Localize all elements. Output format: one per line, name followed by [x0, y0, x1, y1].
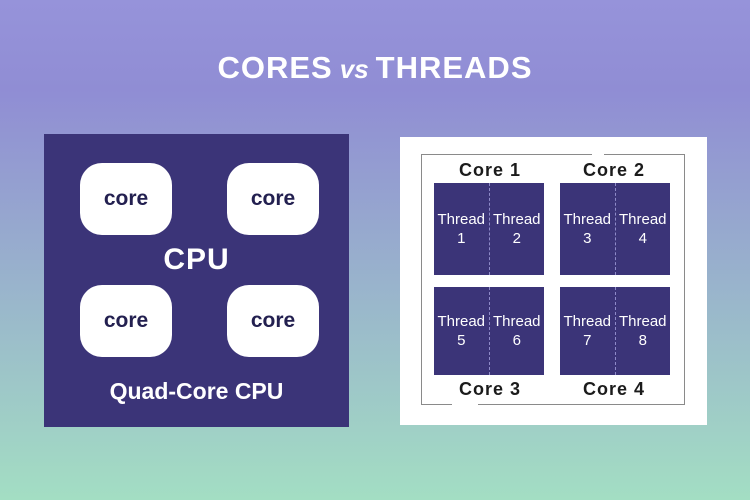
cpu-caption: Quad-Core CPU	[109, 378, 284, 404]
thread-cell-8: Thread 8	[616, 287, 671, 375]
core-2-caption: Core 2	[582, 160, 646, 180]
core-box-3: core	[80, 285, 172, 357]
thread-1-word: Thread	[437, 211, 486, 228]
thread-cell-2: Thread 2	[490, 183, 545, 275]
border-gap-bottom	[452, 402, 478, 406]
threads-card: Core 1 Core 2 Thread 1 Thread 2 Thread 3…	[400, 137, 707, 425]
thread-4-word: Thread	[618, 211, 667, 228]
thread-2-number: 2	[512, 230, 521, 247]
thread-cell-5: Thread 5	[434, 287, 490, 375]
title-threads: THREADS	[375, 50, 533, 85]
thread-7-word: Thread	[563, 313, 612, 330]
core-box-2-label: core	[250, 187, 296, 210]
core-box-1: core	[80, 163, 172, 235]
core-4-square: Thread 7 Thread 8	[560, 287, 670, 375]
core-box-3-label: core	[103, 309, 149, 332]
core-box-4-label: core	[250, 309, 296, 332]
thread-1-number: 1	[457, 230, 466, 247]
core-4-caption: Core 4	[582, 379, 646, 399]
thread-2-word: Thread	[492, 211, 541, 228]
border-gap-top	[592, 153, 604, 157]
thread-cell-6: Thread 6	[490, 287, 545, 375]
cpu-label: CPU	[163, 243, 230, 276]
thread-cell-4: Thread 4	[616, 183, 671, 275]
title-vs: vs	[339, 54, 369, 84]
core-1-caption: Core 1	[458, 160, 522, 180]
threads-inner-border	[421, 153, 685, 406]
core-2-square: Thread 3 Thread 4	[560, 183, 670, 275]
cpu-panel: core core CPU core core Quad-Core CPU	[44, 134, 349, 427]
thread-4-number: 4	[638, 230, 647, 247]
thread-cell-7: Thread 7	[560, 287, 616, 375]
thread-5-number: 5	[457, 332, 466, 349]
thread-5-word: Thread	[437, 313, 486, 330]
thread-6-word: Thread	[492, 313, 541, 330]
core-3-square: Thread 5 Thread 6	[434, 287, 544, 375]
thread-8-word: Thread	[618, 313, 667, 330]
thread-6-number: 6	[512, 332, 521, 349]
thread-cell-1: Thread 1	[434, 183, 490, 275]
thread-3-number: 3	[583, 230, 592, 247]
thread-cell-3: Thread 3	[560, 183, 616, 275]
title-cores: CORES	[217, 50, 333, 85]
core-box-1-label: core	[103, 187, 149, 210]
thread-8-number: 8	[638, 332, 647, 349]
core-box-4: core	[227, 285, 319, 357]
core-3-caption: Core 3	[458, 379, 522, 399]
core-1-square: Thread 1 Thread 2	[434, 183, 544, 275]
thread-3-word: Thread	[563, 211, 612, 228]
core-box-2: core	[227, 163, 319, 235]
thread-7-number: 7	[583, 332, 592, 349]
